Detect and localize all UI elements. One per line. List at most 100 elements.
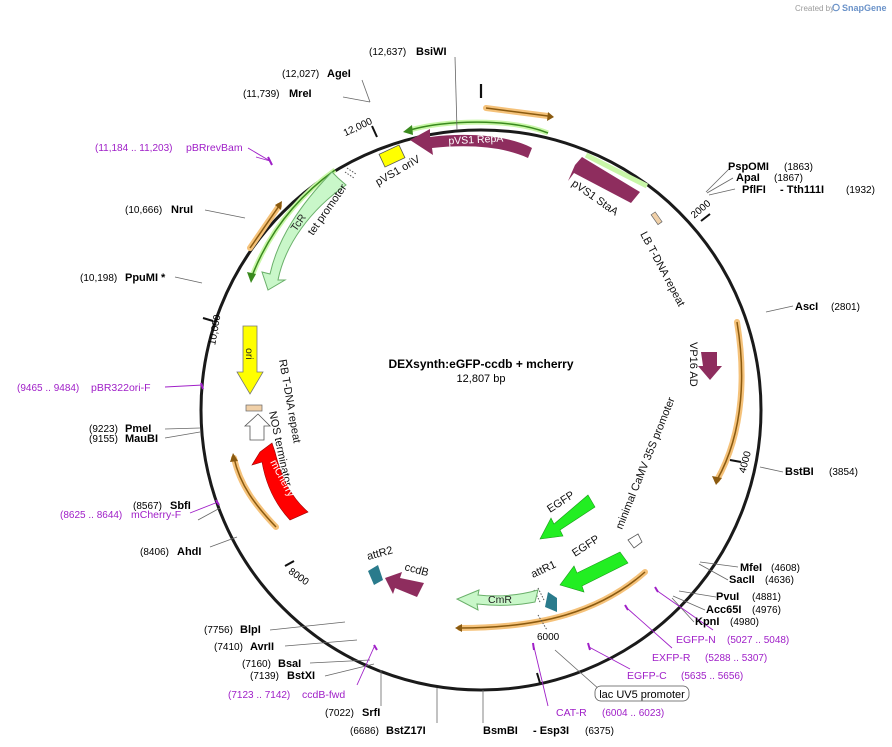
primer-exfp-r-name: EXFP-R: [652, 652, 691, 664]
site-bstxi-pos: (7139): [250, 671, 279, 682]
lb-repeat-label: LB T-DNA repeat: [637, 230, 687, 309]
mcherry-arrow: [251, 442, 309, 521]
site-ppumi-pos: (10,198): [80, 273, 117, 284]
lb-repeat-box: [650, 211, 663, 226]
site-bsmbi-name: BsmBI: [483, 725, 518, 737]
primer-pbrrevbam-name: pBRrevBam: [186, 142, 243, 154]
site-ppumi-name: PpuMI *: [125, 272, 166, 284]
site-acc65i-name: Acc65I: [706, 604, 741, 616]
site-pspomi-pos: (1863): [784, 162, 813, 173]
site-bsiwi-pos: (12,637): [369, 47, 406, 58]
tick-label-10000: 10,000: [207, 314, 223, 346]
site-bsai-pos: (7160): [242, 659, 271, 670]
primer-pbr322ori-name: pBR322ori-F: [91, 382, 151, 394]
site-esp3i-name: - Esp3I: [533, 725, 569, 737]
primer-pbr322ori-pos: (9465 .. 9484): [17, 383, 79, 394]
site-kpni-name: KpnI: [695, 616, 719, 628]
primer-ccdb-fwd-name: ccdB-fwd: [302, 689, 345, 701]
site-pspomi-name: PspOMI: [728, 161, 769, 173]
lac-promoter-label: lac UV5 promoter: [599, 689, 685, 701]
vp16-ad-label: VP16 AD: [687, 342, 699, 387]
attr2-label: attR2: [366, 545, 395, 563]
pvs1-oriv-box: [378, 144, 406, 168]
cmr-arrow: [455, 589, 539, 611]
rb-repeat-box: [245, 404, 263, 412]
camv-promoter-label: minimal CaMV 35S promoter: [614, 395, 678, 531]
primer-pbrrevbam-pos: (11,184 .. 11,203): [95, 143, 172, 154]
primer-exfp-r-pos: (5288 .. 5307): [705, 653, 767, 664]
primer-mcherry-f-name: mCherry-F: [131, 509, 181, 521]
site-bstxi-name: BstXI: [287, 670, 315, 682]
primer-mcherry-f-pos: (8625 .. 8644): [60, 510, 122, 521]
site-asci-pos: (2801): [831, 302, 860, 313]
site-maubi-pos: (9155): [89, 434, 118, 445]
attr1-label: attR1: [529, 559, 558, 581]
site-mfei-name: MfeI: [740, 562, 762, 574]
snapgene-logo-icon: [832, 3, 840, 12]
site-pvui-pos: (4881): [752, 592, 781, 603]
pvs1-staa-arrow: [568, 157, 640, 203]
site-bstz17i-pos: (6686): [350, 726, 379, 737]
primer-leaders: [164, 147, 714, 707]
site-pflfi-name: PflFI: [742, 184, 766, 196]
primer-egfp-c-pos: (5635 .. 5656): [681, 671, 743, 682]
credit-brand: SnapGene: [842, 3, 887, 13]
site-bstz17i-name: BstZ17I: [386, 725, 426, 737]
site-agei-name: AgeI: [327, 68, 351, 80]
site-apai-name: ApaI: [736, 172, 760, 184]
site-sacii-name: SacII: [729, 574, 755, 586]
site-pmei-name: PmeI: [125, 423, 151, 435]
site-esp3i-pos: (6375): [585, 726, 614, 737]
site-asci-name: AscI: [795, 301, 818, 313]
site-tth111i-pos: (1932): [846, 185, 875, 196]
site-agei-pos: (12,027): [282, 69, 319, 80]
lac-promoter-leader: [554, 649, 601, 691]
site-bsai-name: BsaI: [278, 658, 301, 670]
tick-label-8000: 8000: [286, 566, 311, 588]
primer-cat-r-name: CAT-R: [556, 707, 587, 719]
orf-arrows: [230, 105, 745, 632]
lac-promoter-box: [594, 685, 690, 702]
plasmid-size: 12,807 bp: [457, 373, 506, 385]
tick-label-4000: 4000: [737, 450, 753, 475]
site-pvui-name: PvuI: [716, 591, 739, 603]
tick-label-6000: 6000: [537, 632, 560, 643]
site-sacii-pos: (4636): [765, 575, 794, 586]
primer-egfp-n-name: EGFP-N: [676, 634, 716, 646]
site-sbfi-name: SbfI: [170, 500, 191, 512]
tet-promoter-marker: [344, 167, 357, 179]
site-tth111i-name: - Tth111I: [780, 184, 824, 196]
site-nrui-pos: (10,666): [125, 205, 162, 216]
site-mfei-pos: (4608): [771, 563, 800, 574]
ori-label: ori: [243, 348, 255, 360]
cmr-label: CmR: [488, 594, 512, 606]
ori-arrow: [236, 325, 264, 395]
site-bsiwi-name: BsiWI: [416, 46, 447, 58]
site-srfi-name: SrfI: [362, 707, 380, 719]
ccdb-label: ccdB: [403, 561, 430, 579]
attr1-marker: [545, 592, 557, 612]
vp16-ad-arrow: [698, 352, 722, 380]
credit-prefix: Created by: [795, 4, 834, 13]
egfp-arrow-upper: [539, 494, 596, 540]
egfp-arrow-lower: [559, 551, 629, 593]
nos-terminator-arrow: [243, 413, 271, 441]
primer-ticks: [200, 156, 659, 651]
site-ahdi-name: AhdI: [177, 546, 201, 558]
site-leaders: [164, 56, 794, 723]
primer-cat-r-pos: (6004 .. 6023): [602, 708, 664, 719]
thin-green-arrows: [247, 119, 649, 283]
camv-promoter-marker: [627, 533, 643, 549]
egfp-label-lower: EGFP: [570, 533, 602, 559]
site-pmei-pos: (9223): [89, 424, 118, 435]
tick-label-2000: 2000: [689, 198, 713, 221]
primer-egfp-n-pos: (5027 .. 5048): [727, 635, 789, 646]
site-apai-pos: (1867): [774, 173, 803, 184]
site-blpi-name: BlpI: [240, 624, 261, 636]
site-maubi-name: MauBI: [125, 433, 158, 445]
site-blpi-pos: (7756): [204, 625, 233, 636]
site-srfi-pos: (7022): [325, 708, 354, 719]
site-mrei-name: MreI: [289, 88, 312, 100]
site-bstbi-name: BstBI: [785, 466, 814, 478]
